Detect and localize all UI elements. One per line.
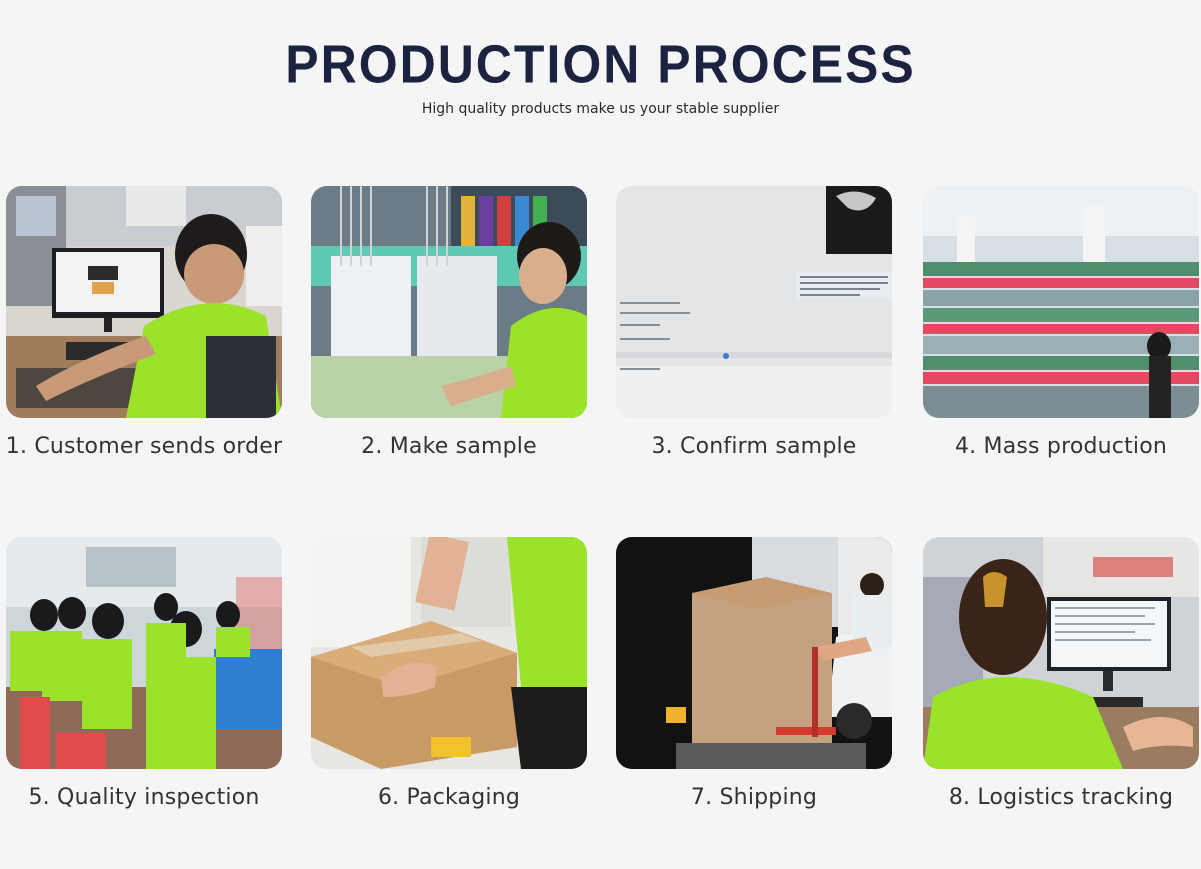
embroidery-machine-photo [311, 186, 587, 418]
section-subtitle: High quality products make us your stabl… [421, 101, 780, 117]
step-card-confirm-sample: 3. Confirm sample [616, 186, 892, 459]
step-caption: 4. Mass production [954, 434, 1168, 459]
step-card-quality-inspection: 5. Quality inspection [6, 537, 282, 810]
step-caption: 8. Logistics tracking [948, 785, 1174, 810]
inspection-workers-photo [6, 537, 282, 769]
step-card-customer-sends-order: 1. Customer sends order [6, 186, 282, 459]
step-caption: 7. Shipping [690, 785, 818, 810]
section-title: PRODUCTION PROCESS [285, 33, 916, 95]
step-caption: 2. Make sample [361, 434, 537, 459]
step-card-shipping: 7. Shipping [616, 537, 892, 810]
step-caption: 1. Customer sends order [5, 434, 283, 459]
step-card-logistics-tracking: 8. Logistics tracking [923, 537, 1199, 810]
step-card-make-sample: 2. Make sample [311, 186, 587, 459]
step-caption: 5. Quality inspection [28, 785, 260, 810]
step-caption: 6. Packaging [377, 785, 521, 810]
step-card-mass-production: 4. Mass production [923, 186, 1199, 459]
office-worker-photo [6, 186, 282, 418]
factory-floor-photo [923, 186, 1199, 418]
pallet-loading-photo [616, 537, 892, 769]
step-card-packaging: 6. Packaging [311, 537, 587, 810]
step-caption: 3. Confirm sample [651, 434, 857, 459]
box-sealing-photo [311, 537, 587, 769]
chat-screen-photo [616, 186, 892, 418]
tracking-monitor-photo [923, 537, 1199, 769]
